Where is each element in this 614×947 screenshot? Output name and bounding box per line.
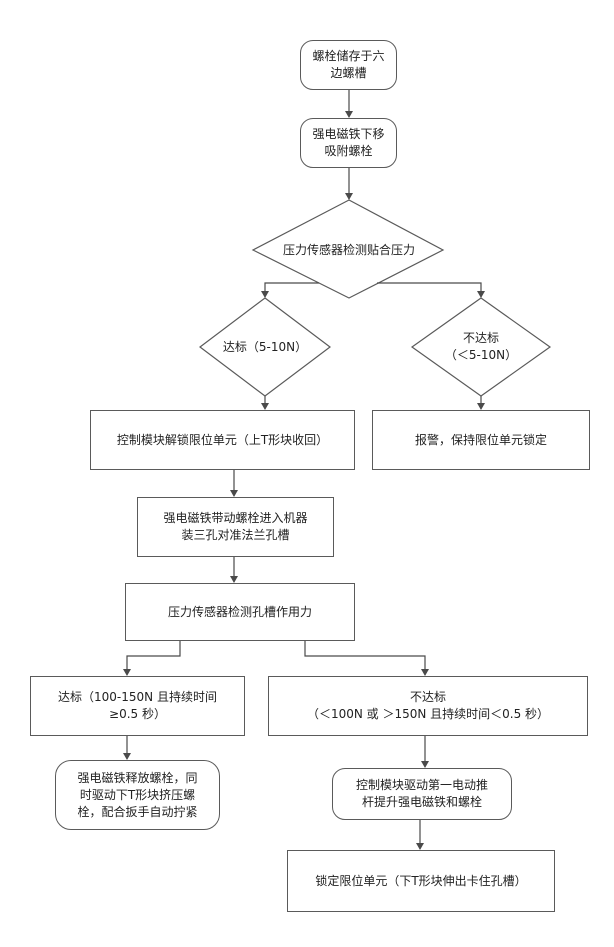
step-text-line: 栓，配合扳手自动拧紧 — [77, 804, 197, 821]
decision-text-line: 不达标 — [463, 330, 499, 347]
step-text-line: 达标（100-150N 且持续时间 — [58, 689, 217, 706]
step-text-line: 报警，保持限位单元锁定 — [415, 432, 547, 449]
decision-contact-pass-label: 达标（5-10N） — [210, 332, 320, 362]
decision-text-line: 压力传感器检测贴合压力 — [283, 242, 415, 259]
branch-line-contact-fail — [377, 283, 481, 297]
step-text-line: 压力传感器检测孔槽作用力 — [168, 604, 312, 621]
step-text-line: 锁定限位单元（下T形块伸出卡住孔槽） — [315, 873, 526, 890]
step-lift-magnet: 控制模块驱动第一电动推 杆提升强电磁铁和螺栓 — [332, 768, 512, 820]
step-unlock-limit-unit: 控制模块解锁限位单元（上T形块收回） — [90, 410, 355, 470]
step-text-line: 吸附螺栓 — [324, 143, 372, 160]
branch-line-slot-fail — [305, 641, 425, 675]
step-alarm: 报警，保持限位单元锁定 — [372, 410, 590, 470]
step-lock-limit-unit: 锁定限位单元（下T形块伸出卡住孔槽） — [287, 850, 555, 912]
branch-line-contact-pass — [265, 283, 319, 297]
step-text-line: 强电磁铁带动螺栓进入机器 — [163, 510, 307, 527]
step-text-line: 控制模块解锁限位单元（上T形块收回） — [117, 432, 328, 449]
step-text-line: （＜100N 或 ＞150N 且持续时间＜0.5 秒） — [307, 706, 549, 723]
step-insert-bolt: 强电磁铁带动螺栓进入机器 装三孔对准法兰孔槽 — [137, 497, 334, 557]
step-slot-pass: 达标（100-150N 且持续时间 ≥0.5 秒） — [30, 676, 245, 736]
step-text-line: 装三孔对准法兰孔槽 — [181, 527, 289, 544]
step-magnet-down: 强电磁铁下移 吸附螺栓 — [300, 118, 397, 168]
step-text-line: 控制模块驱动第一电动推 — [356, 777, 488, 794]
step-text-line: 时驱动下T形块挤压螺 — [80, 787, 195, 804]
step-text-line: 强电磁铁释放螺栓，同 — [77, 770, 197, 787]
step-text-line: 强电磁铁下移 — [312, 126, 384, 143]
step-text-line: ≥0.5 秒） — [109, 706, 166, 723]
branch-line-slot-pass — [127, 641, 180, 675]
step-text-line: 不达标 — [410, 689, 446, 706]
step-text-line: 杆提升强电磁铁和螺栓 — [362, 794, 482, 811]
decision-text-line: （＜5-10N） — [445, 347, 517, 364]
decision-contact-pressure-label: 压力传感器检测贴合压力 — [263, 235, 435, 265]
step-release-and-tighten: 强电磁铁释放螺栓，同 时驱动下T形块挤压螺 栓，配合扳手自动拧紧 — [55, 760, 220, 830]
step-bolt-storage: 螺栓储存于六 边螺槽 — [300, 40, 397, 90]
step-text-line: 螺栓储存于六 — [312, 48, 384, 65]
step-text-line: 边螺槽 — [330, 65, 366, 82]
decision-contact-fail-label: 不达标 （＜5-10N） — [421, 327, 541, 367]
step-slot-fail: 不达标 （＜100N 或 ＞150N 且持续时间＜0.5 秒） — [268, 676, 588, 736]
step-check-slot-force: 压力传感器检测孔槽作用力 — [125, 583, 355, 641]
decision-text-line: 达标（5-10N） — [223, 339, 307, 356]
